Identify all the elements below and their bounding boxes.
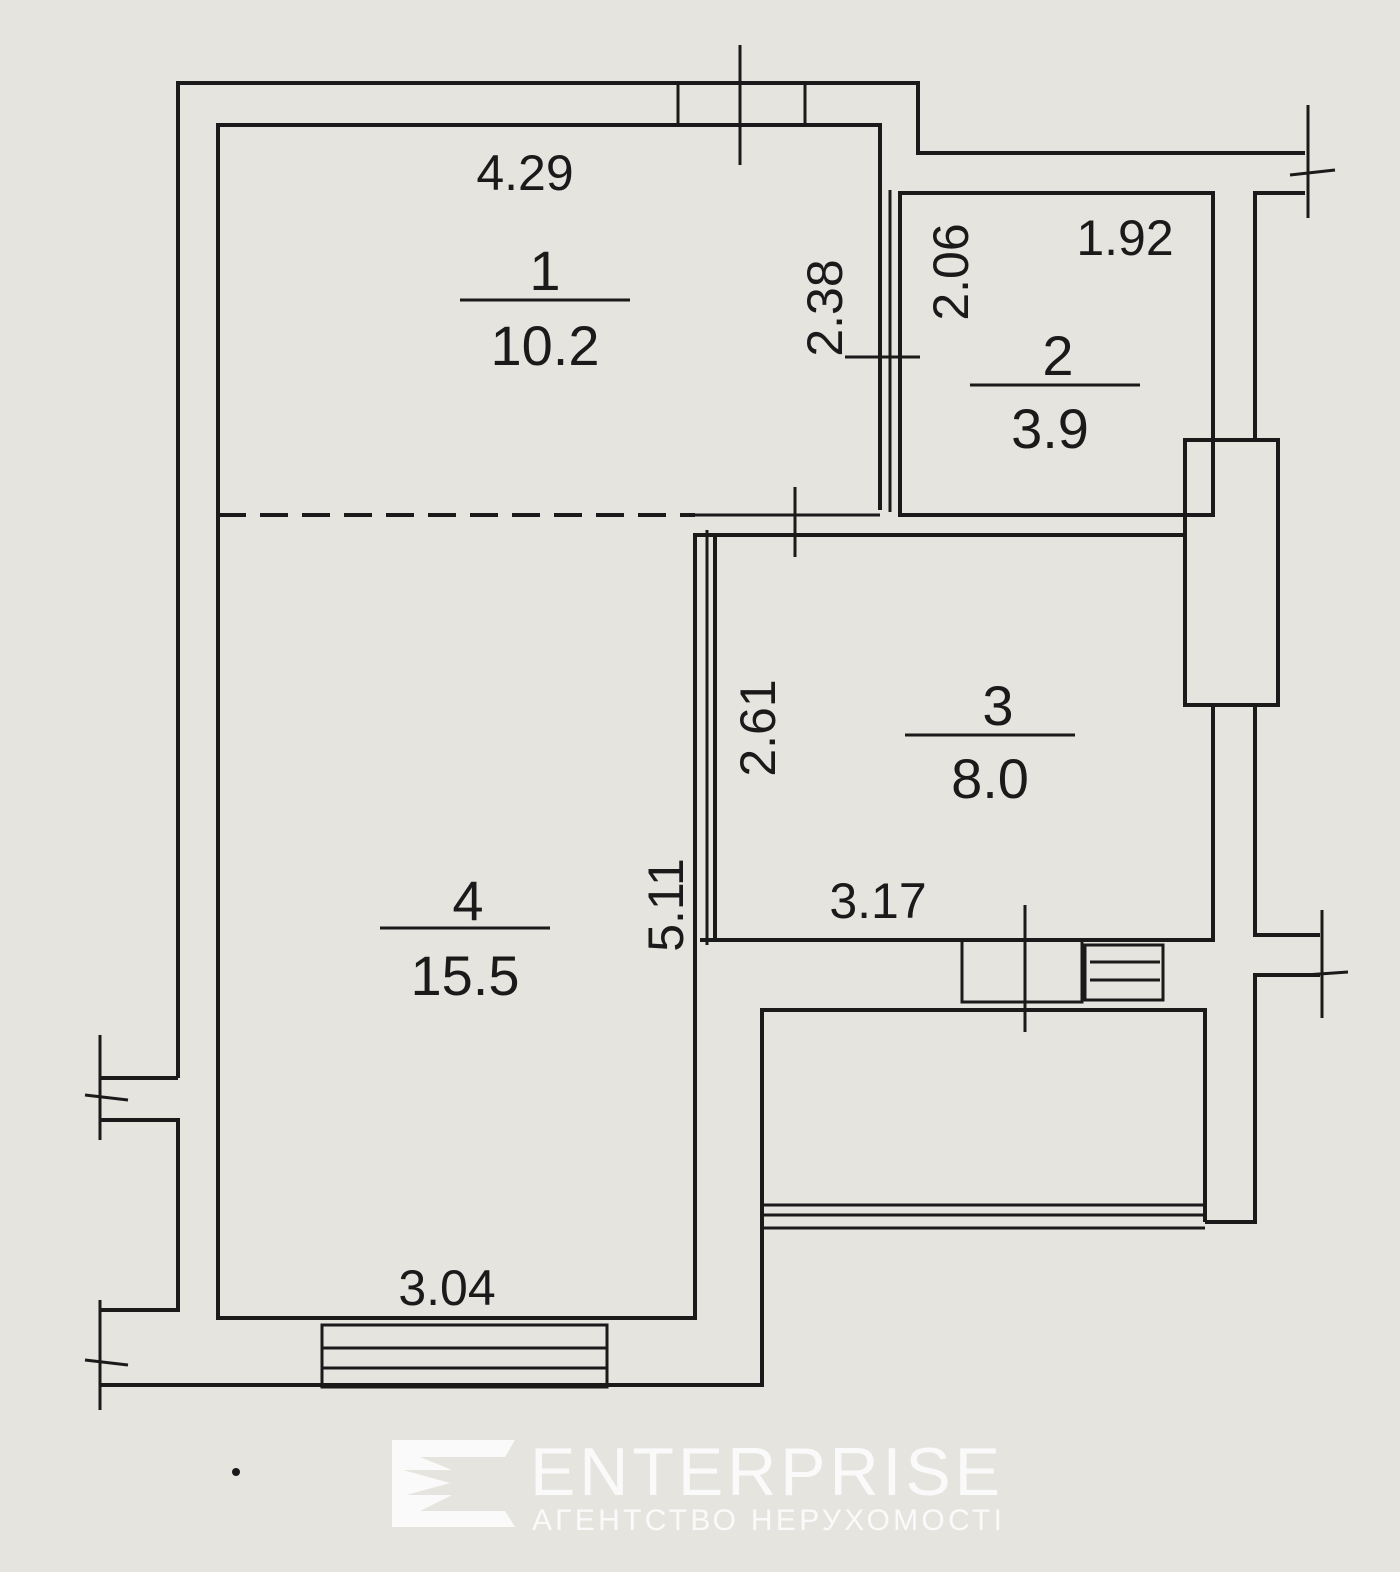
watermark-tagline: АГЕНТСТВО НЕРУХОМОСТІ [532, 1504, 1002, 1537]
watermark-brand: ENTERPRISE [530, 1434, 1000, 1510]
outer-wall-balcony [1205, 973, 1320, 1224]
dot-mark [232, 1468, 240, 1476]
balcony-railing [762, 1203, 1205, 1230]
room-4-number: 4 [452, 869, 483, 932]
room-4-area: 15.5 [411, 944, 520, 1007]
outer-wall-bottom [100, 1008, 1207, 1387]
axis-ticks [84, 45, 1349, 1410]
watermark-logo-icon [392, 1440, 515, 1527]
room-3-number: 3 [982, 674, 1013, 737]
ventilation-shaft [1183, 438, 1280, 707]
room-2-area: 3.9 [1011, 397, 1089, 460]
dim-room4-depth: 5.11 [638, 858, 694, 952]
room-3-area: 8.0 [951, 747, 1029, 810]
dim-room1-depth: 2.38 [797, 259, 853, 356]
dim-room3-width: 3.17 [829, 873, 926, 929]
dim-room2-width: 1.92 [1076, 210, 1173, 266]
room-1-number: 1 [529, 239, 560, 302]
outer-wall [176, 81, 1305, 1078]
room-1-4-walls [216, 123, 882, 1320]
room-2-number: 2 [1042, 324, 1073, 387]
room-3-walls [713, 533, 1185, 940]
dim-room2-depth: 2.06 [923, 223, 979, 320]
room-3-walls-right [700, 705, 1215, 942]
window-bottom [320, 1323, 609, 1389]
dim-room4-width: 3.04 [398, 1260, 495, 1316]
outer-wall-right-lower [1253, 705, 1320, 937]
outer-wall-right [1253, 191, 1305, 440]
dim-room1-width: 4.29 [476, 145, 573, 201]
outer-wall-left-lower2 [100, 1118, 180, 1312]
room-2-walls [898, 191, 1215, 517]
window-top [676, 83, 807, 125]
room-1-area: 10.2 [491, 314, 600, 377]
balcony-door [960, 938, 1165, 1004]
dim-room3-depth: 2.61 [730, 679, 786, 776]
